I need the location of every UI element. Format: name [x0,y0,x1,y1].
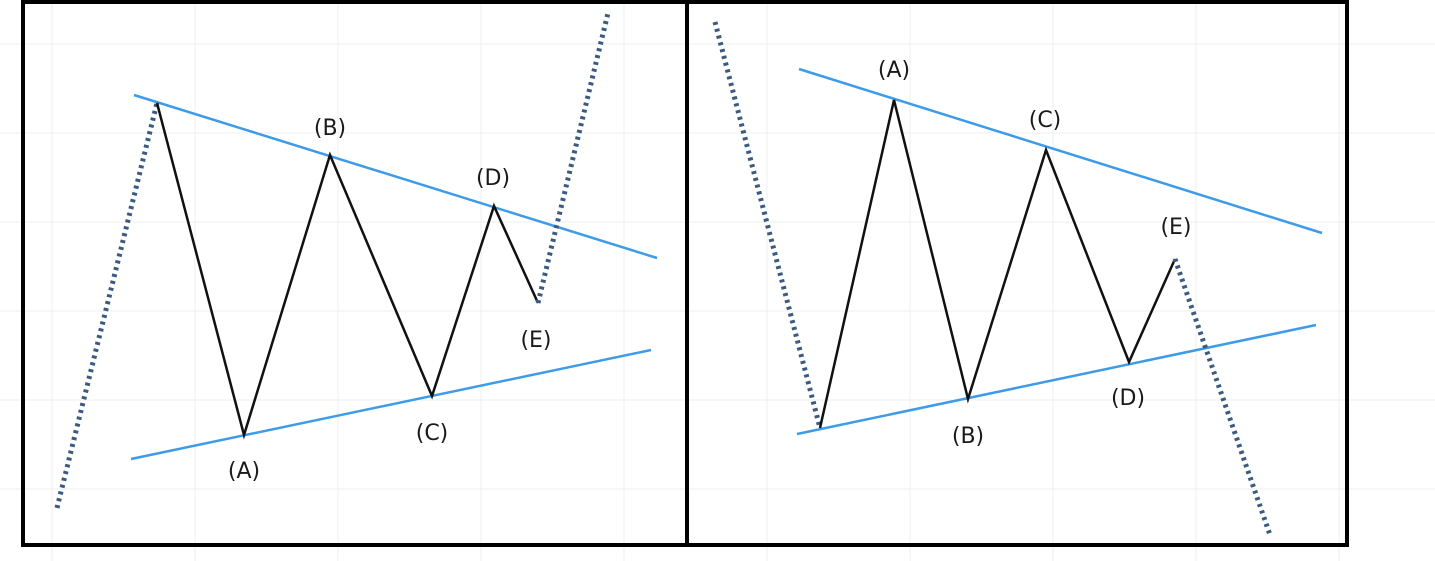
right-lower-trendline [796,323,1317,436]
left-label-d: (D) [476,166,510,191]
right-breakout-dotted-line [1172,258,1273,536]
left-lower-trendline [130,348,652,461]
right-wave-path [818,99,1177,429]
left-panel-frame [21,0,689,547]
left-wave-path [155,102,540,440]
left-panel: (A) (B) (C) (D) (E) [21,0,689,547]
left-incoming-dotted-line [54,102,160,509]
left-upper-trendline [133,93,658,260]
left-label-c: (C) [416,421,449,446]
right-panel-frame [685,0,1349,547]
left-label-e: (E) [520,328,551,353]
right-label-d: (D) [1111,386,1145,411]
right-label-c: (C) [1029,108,1062,133]
left-label-b: (B) [314,116,346,141]
right-label-b: (B) [952,424,984,449]
left-label-a: (A) [228,459,260,484]
right-label-e: (E) [1160,215,1191,240]
right-label-a: (A) [878,58,910,83]
right-upper-trendline [798,67,1323,235]
right-panel: (A) (B) (C) (D) (E) [685,0,1349,547]
left-breakout-dotted-line [535,12,611,304]
